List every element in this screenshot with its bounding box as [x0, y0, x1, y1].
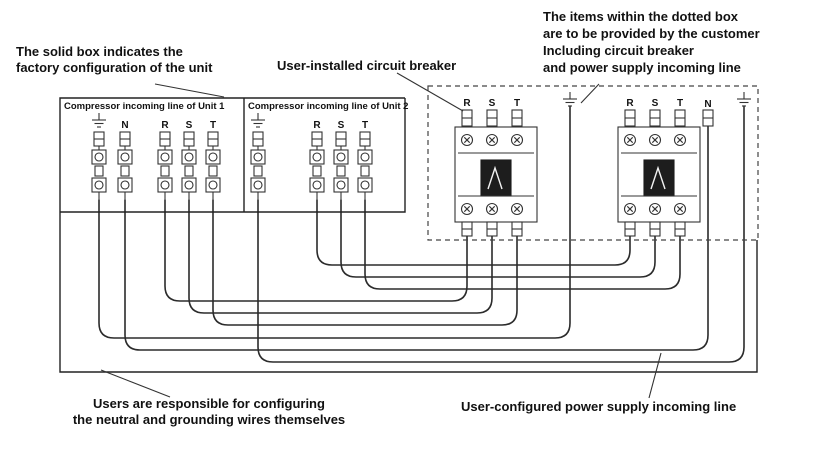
leader-supply-line	[648, 352, 662, 399]
terminal-label-t: T	[677, 98, 683, 109]
terminal-label-r: R	[161, 120, 169, 131]
terminal-block	[333, 131, 349, 201]
unit2-title: Compressor incoming line of Unit 2	[248, 101, 408, 112]
wire-unit2-t	[364, 199, 681, 290]
annotation-line: The items within the dotted box	[543, 9, 738, 24]
wire-ground-unit2	[257, 105, 745, 363]
breaker-body	[454, 109, 538, 237]
annotation-line: and power supply incoming line	[543, 60, 741, 75]
terminal-block	[157, 131, 173, 201]
annotation-dotted-box: The items within the dotted box are to b…	[543, 8, 760, 76]
unit2-terminals: R S T	[250, 112, 373, 201]
annotation-supply-line: User-configured power supply incoming li…	[461, 399, 736, 415]
unit1-title: Compressor incoming line of Unit 1	[64, 101, 225, 112]
annotation-line: Including circuit breaker	[543, 43, 694, 58]
annotation-neutral-ground: Users are responsible for configuring th…	[58, 396, 360, 428]
terminal-label-r: R	[626, 98, 634, 109]
wires	[98, 105, 745, 363]
annotation-line: factory configuration of the unit	[16, 60, 213, 75]
terminal-block	[357, 131, 373, 201]
annotation-line: The solid box indicates the	[16, 44, 183, 59]
ground-icon	[250, 112, 266, 128]
circuit-breaker-2: R S T	[617, 98, 701, 237]
terminal-block	[91, 131, 107, 201]
terminal-label-s: S	[186, 120, 193, 131]
leader-lines	[100, 72, 662, 399]
leader-factory-box	[154, 83, 225, 98]
wire-unit2-s	[340, 199, 656, 278]
wire-unit1-r	[164, 199, 468, 302]
terminal-label-r: R	[313, 120, 321, 131]
unit1-terminals: N R S T	[91, 112, 221, 201]
terminal-label-n: N	[704, 99, 711, 110]
unit-outer-box	[59, 97, 758, 373]
terminal-block	[181, 131, 197, 201]
leader-breaker	[396, 72, 464, 112]
terminal-label-t: T	[514, 98, 520, 109]
annotation-line: Users are responsible for configuring	[93, 396, 325, 411]
terminal-block	[117, 131, 133, 201]
circuit-breaker-1: R S T	[454, 98, 538, 237]
wire-neutral	[124, 125, 709, 351]
terminal-block	[205, 131, 221, 201]
terminal-block	[309, 131, 325, 201]
wire-unit2-r	[316, 199, 631, 266]
annotation-line: are to be provided by the customer	[543, 26, 760, 41]
ground-icon	[736, 91, 752, 107]
ground-icon	[91, 112, 107, 128]
terminal-label-t: T	[362, 120, 368, 131]
terminal-label-s: S	[338, 120, 345, 131]
factory-solid-box	[60, 98, 406, 213]
annotation-user-breaker: User-installed circuit breaker	[277, 58, 456, 74]
leader-dotted-box	[580, 83, 600, 104]
terminal-label-r: R	[463, 98, 471, 109]
terminal-label-t: T	[210, 120, 216, 131]
wire-unit1-s	[188, 199, 493, 314]
terminal-block	[250, 131, 266, 201]
wire-unit1-t	[212, 199, 518, 326]
leader-neutral-ground	[100, 369, 171, 398]
annotation-line: User-installed circuit breaker	[277, 58, 457, 73]
terminal-label-s: S	[489, 98, 496, 109]
ground-icon	[562, 91, 578, 107]
terminal-label-n: N	[121, 120, 128, 131]
annotation-line: the neutral and grounding wires themselv…	[72, 412, 346, 427]
annotation-line: User-configured power supply incoming li…	[461, 399, 737, 414]
customer-dotted-box	[427, 85, 759, 241]
wire-ground-unit1	[98, 105, 571, 339]
supply-terminals: N	[562, 91, 752, 127]
annotation-factory-box: The solid box indicates the factory conf…	[16, 44, 212, 76]
terminal-label-s: S	[652, 98, 659, 109]
breaker-body	[617, 109, 701, 237]
